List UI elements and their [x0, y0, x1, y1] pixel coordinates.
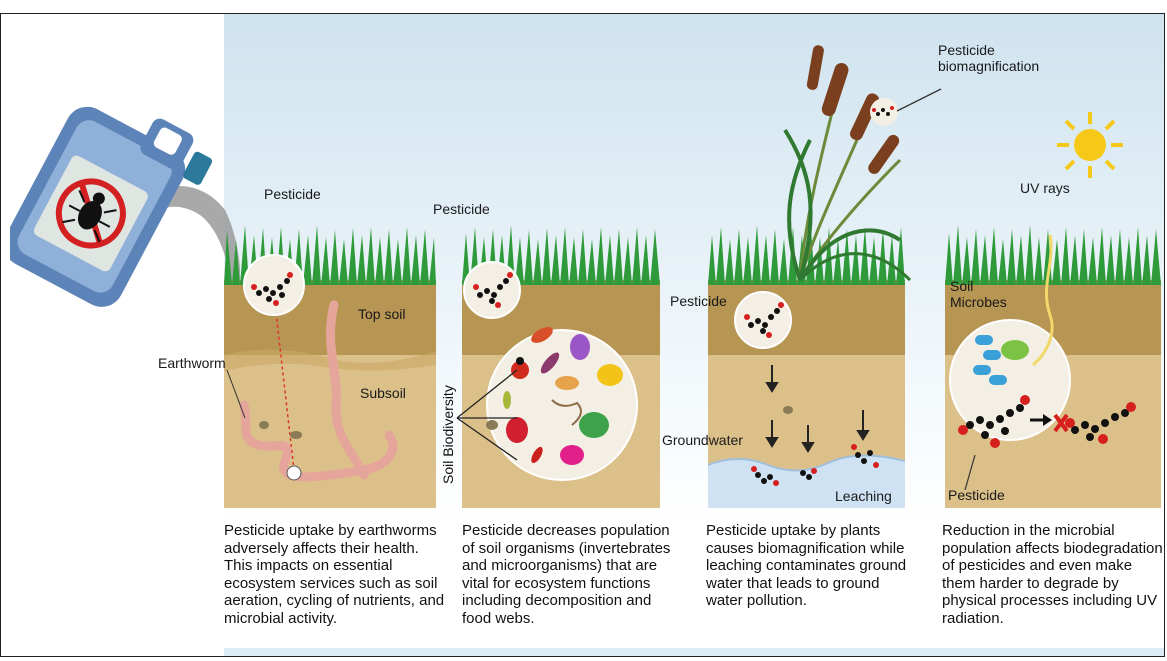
biomagnification-label: Pesticide biomagnification — [938, 42, 1048, 74]
panel-microbes-degradation — [945, 225, 1161, 508]
groundwater-label: Groundwater — [662, 432, 743, 448]
soil-biodiversity-label: Soil Biodiversity — [440, 385, 456, 484]
uv-rays-label: UV rays — [1020, 180, 1070, 196]
soil-microbes-label: Soil Microbes — [950, 278, 1020, 310]
pesticide-label-4: Pesticide — [948, 487, 1005, 503]
panel-earthworm — [224, 225, 436, 508]
pesticide-label-2: Pesticide — [433, 201, 490, 217]
caption-microbes-degradation: Reduction in the microbial population af… — [942, 522, 1164, 628]
caption-plants-groundwater: Pesticide uptake by plants causes biomag… — [706, 522, 916, 610]
pesticide-jug-illustration — [10, 80, 240, 340]
caption-earthworm: Pesticide uptake by earthworms adversely… — [224, 522, 449, 628]
top-soil-label: Top soil — [358, 306, 405, 322]
pesticide-label-3: Pesticide — [670, 293, 727, 309]
biodiversity-pointers — [455, 360, 525, 480]
caption-soil-biodiversity: Pesticide decreases population of soil o… — [462, 522, 684, 628]
bottom-strip — [224, 648, 1164, 656]
cattail-plant-illustration — [770, 40, 920, 290]
sun-icon — [1055, 110, 1125, 180]
leaching-label: Leaching — [835, 488, 892, 504]
biomagnification-pointer — [895, 85, 945, 115]
earthworm-pointer — [225, 368, 255, 428]
pesticide-label-1: Pesticide — [264, 186, 321, 202]
earthworm-label: Earthworm — [158, 355, 226, 371]
subsoil-label: Subsoil — [360, 385, 406, 401]
